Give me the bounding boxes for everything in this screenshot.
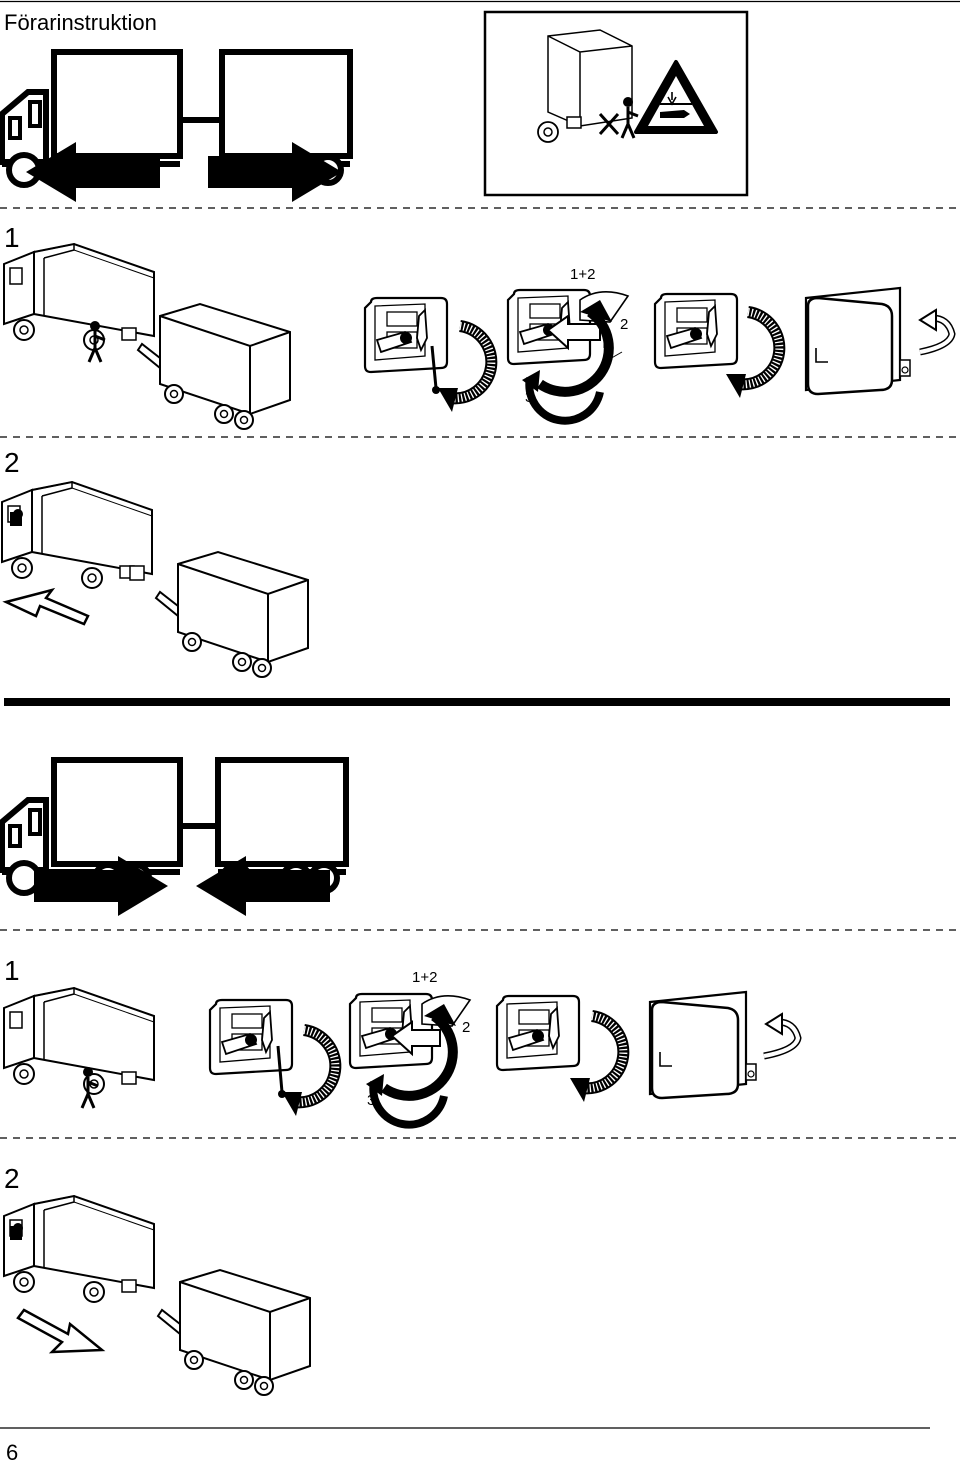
coupling-panel-1: [208, 998, 335, 1116]
section-a-label-1plus2: 1+2: [570, 266, 596, 283]
section-b-label-2: 2: [462, 1019, 471, 1036]
section-a-step-1-truck-scene: [3, 243, 291, 430]
coupling-panel-3: [653, 292, 779, 398]
section-b-coupling-sequence: [208, 990, 802, 1129]
coupling-panel-1: [363, 296, 491, 412]
section-b-label-1plus2: 1+2: [412, 969, 438, 986]
page-number: 6: [6, 1440, 19, 1465]
section-a-step-2-number: 2: [4, 447, 20, 478]
section-a-step-2-truck-driving-away: [1, 481, 309, 678]
outline-arrow-forward-icon: [4, 588, 90, 626]
truck-trailer-pictogram-a: [2, 52, 350, 185]
coupling-panel-3: [495, 994, 623, 1102]
section-b-step-1-number: 1: [4, 955, 20, 986]
section-a-coupling-sequence: [363, 286, 956, 425]
coupling-panel-4-closed: [648, 990, 802, 1100]
coupling-panel-2: [506, 288, 630, 425]
section-b-step-2-number: 2: [4, 1163, 20, 1194]
section-b-step-2-truck-reversing: [3, 1195, 311, 1396]
section-a-label-2: 2: [620, 316, 629, 333]
coupling-panel-4-closed: [804, 286, 956, 396]
section-separator: [4, 698, 950, 706]
truck-trailer-pictogram-b: [2, 760, 346, 893]
section-b-step-1-truck-scene: [3, 987, 155, 1110]
outline-arrow-reverse-icon: [16, 1308, 104, 1354]
crush-hazard-icon: [634, 60, 718, 134]
warning-box: [483, 10, 749, 197]
coupling-panel-2: [348, 992, 472, 1129]
section-a-step-1-number: 1: [4, 222, 20, 253]
arrow-right-icon: [208, 142, 342, 202]
page-title: Förarinstruktion: [4, 10, 157, 35]
